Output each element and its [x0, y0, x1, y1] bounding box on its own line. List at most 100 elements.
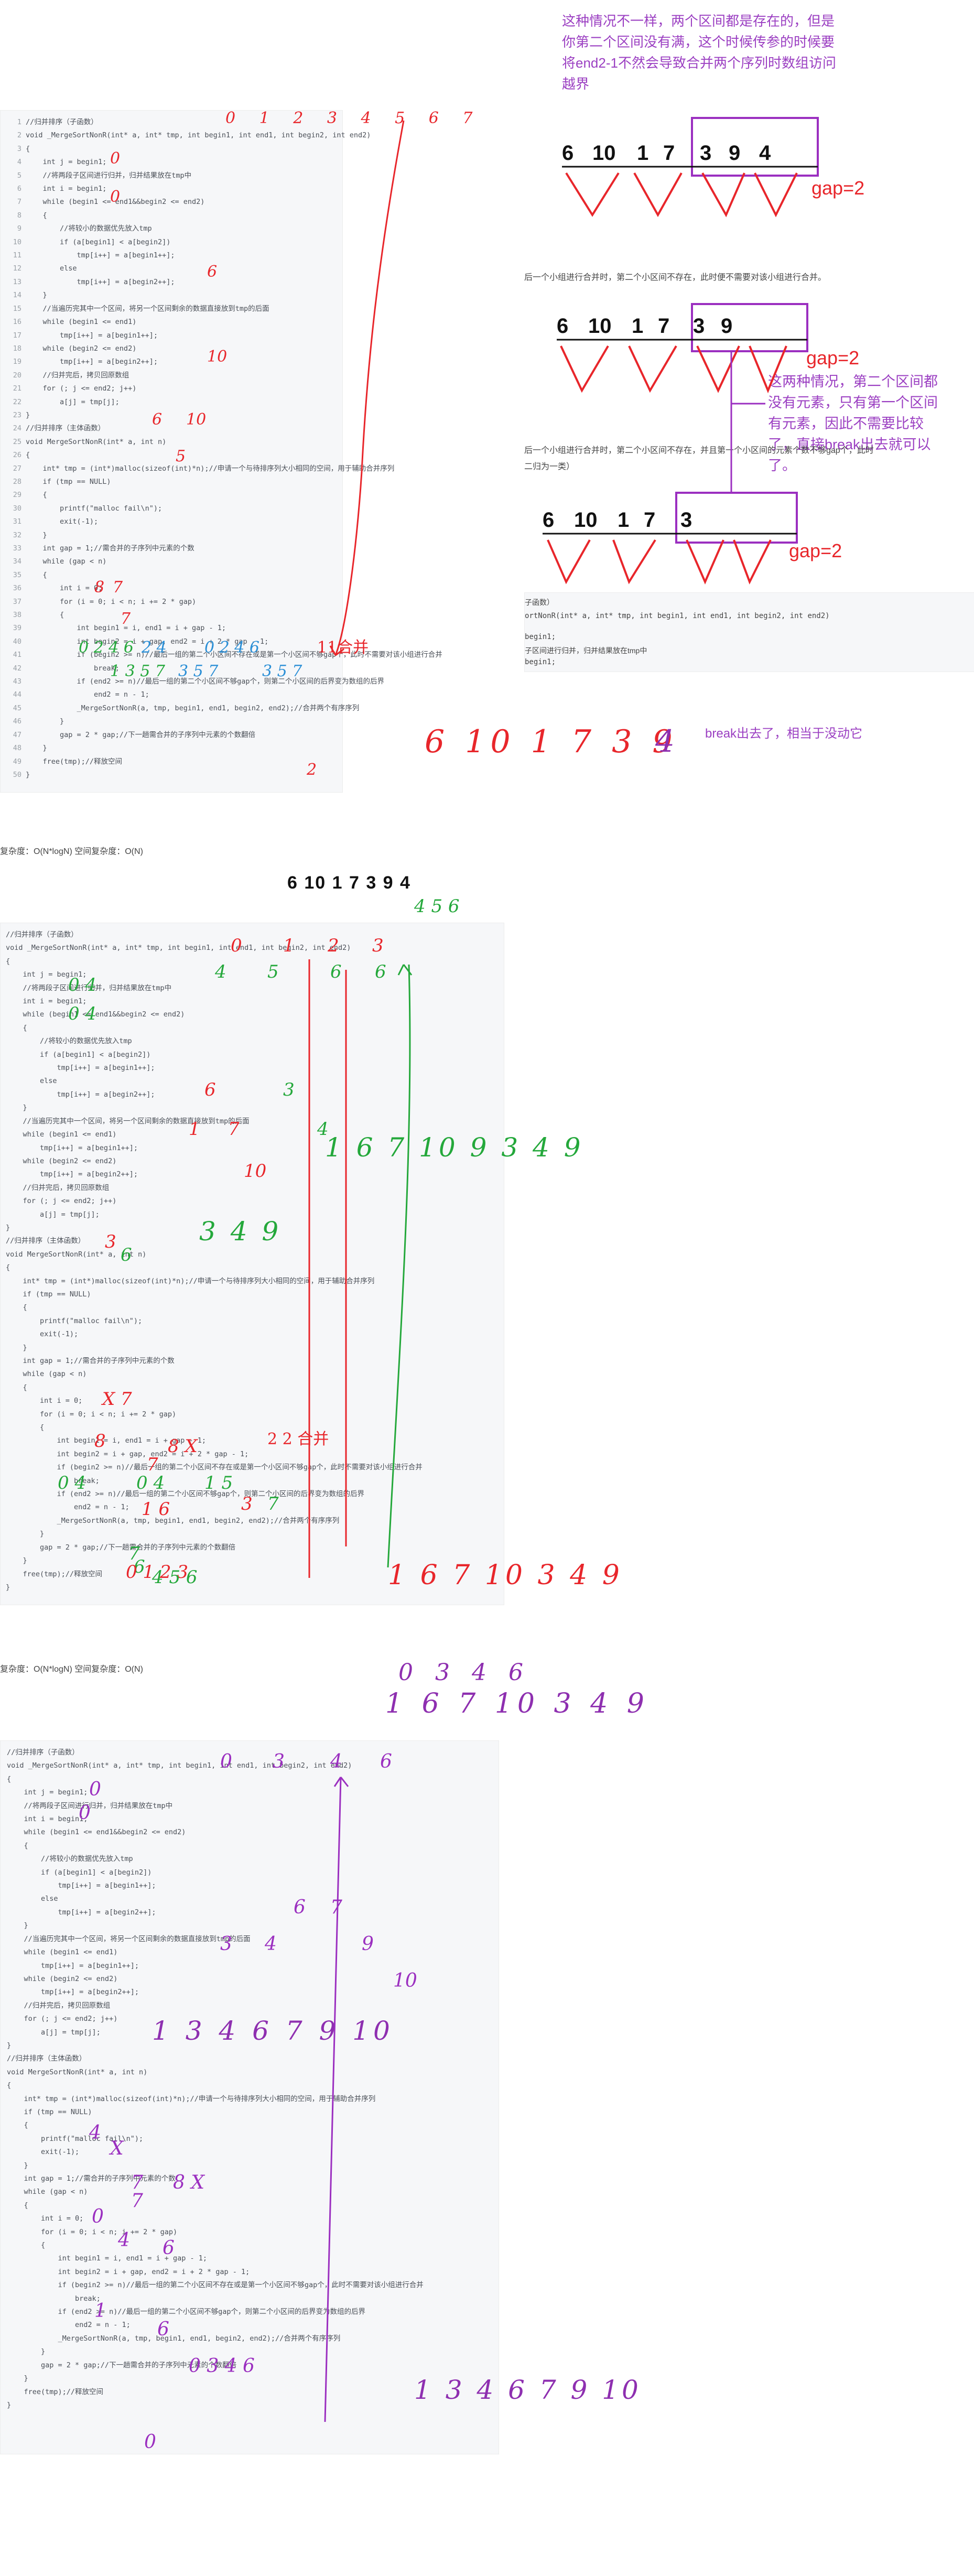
- svg-text:3: 3: [220, 1933, 232, 1955]
- svg-text:6: 6: [152, 410, 162, 429]
- svg-text:10: 10: [393, 1970, 417, 1991]
- svg-text:6: 6: [121, 1244, 132, 1265]
- snippet-7: 子区间进行归并，归并结果放在tmp中: [525, 646, 647, 655]
- note-middle: 这两种情况，第二个区间都没有元素，只有第一个区间有元素，因此不需要比较了，直接b…: [768, 374, 938, 473]
- svg-text:0 1 2 3: 0 1 2 3: [126, 1562, 188, 1583]
- svg-text:0: 0: [220, 1751, 232, 1772]
- snippet-6: begin1;: [525, 633, 556, 641]
- svg-text:5: 5: [267, 961, 279, 982]
- arr3-el-0: 6: [543, 508, 554, 532]
- svg-text:0: 0: [231, 935, 242, 956]
- svg-text:3: 3: [372, 935, 384, 956]
- svg-text:0 2 4 6: 0 2 4 6: [79, 638, 134, 657]
- svg-text:X: X: [109, 2138, 124, 2159]
- svg-text:10: 10: [244, 1161, 266, 1182]
- svg-text:8 X: 8 X: [173, 2172, 205, 2193]
- svg-text:7: 7: [128, 1543, 140, 1564]
- p2-seq-green: 3 4 9: [199, 1216, 282, 1247]
- svg-text:1 5: 1 5: [204, 1473, 233, 1493]
- arr2-el-3: 7: [658, 315, 669, 338]
- svg-text:1: 1: [283, 935, 295, 956]
- p3-ink-numbers: 0 3 4 6 0 0 6 7 3 4 9 10 4 X 7 8 X 7 0 4…: [79, 1751, 417, 2453]
- snippet-8: begin1;: [525, 658, 556, 666]
- snippet-3: 二归为一类）: [524, 462, 575, 471]
- array-diagram-1: 6 10 1 7 3 9 4: [562, 142, 771, 165]
- svg-text:9: 9: [362, 1933, 374, 1955]
- svg-text:7: 7: [121, 610, 131, 628]
- snippet-4: 子函数）: [525, 598, 554, 607]
- code-text: //归并排序（子函数） void _MergeSortNonR(int* a, …: [26, 118, 442, 779]
- arr1-el-3: 7: [663, 142, 675, 165]
- svg-text:6: 6: [375, 961, 386, 982]
- svg-text:3 5 7: 3 5 7: [178, 662, 219, 680]
- svg-text:0 4: 0 4: [136, 1473, 165, 1493]
- svg-text:7: 7: [113, 578, 123, 597]
- svg-text:0 2 4 6: 0 2 4 6: [204, 638, 259, 657]
- svg-text:1: 1: [94, 2300, 106, 2322]
- svg-text:2: 2: [327, 935, 339, 956]
- p1-circled-4: 4: [655, 723, 675, 759]
- svg-text:0 3 4 6: 0 3 4 6: [189, 2355, 255, 2377]
- svg-text:6: 6: [380, 1751, 392, 1772]
- p2-row-green: 1 6 7 10 9 3 4 9: [325, 1132, 584, 1163]
- svg-text:0: 0: [110, 149, 120, 168]
- p3-mid-row: 1 6 7 10 3 4 9: [385, 1688, 650, 1719]
- svg-text:7: 7: [267, 1493, 279, 1514]
- svg-text:4: 4: [89, 2122, 101, 2144]
- arr1-el-4: 3: [700, 142, 711, 165]
- p2-merge-label: 2 2 合并: [267, 1430, 329, 1448]
- note-break-out: break出去了，相当于没动它: [705, 727, 863, 741]
- arr1-el-1: 10: [592, 142, 616, 165]
- svg-text:4: 4: [214, 961, 226, 982]
- arr2-el-0: 6: [557, 315, 568, 338]
- svg-text:6: 6: [294, 1897, 306, 1918]
- code-text: //归并排序（子函数） void _MergeSortNonR(int* a, …: [7, 1748, 424, 2409]
- svg-text:0: 0: [110, 188, 120, 206]
- gap-label-2: gap=2: [806, 347, 860, 369]
- svg-text:0 4: 0 4: [68, 1003, 96, 1024]
- svg-text:6: 6: [157, 2319, 169, 2340]
- svg-text:X 7: X 7: [101, 1389, 132, 1410]
- svg-text:6: 6: [330, 961, 342, 982]
- p3-final-row: 1 3 4 6 7 9 10: [414, 2375, 642, 2405]
- p3-sorted-row: 1 3 4 6 7 9 10: [152, 2016, 394, 2046]
- svg-text:3 5 7: 3 5 7: [262, 662, 302, 680]
- arr2-el-2: 1: [632, 315, 643, 338]
- code-panel-2: //归并排序（子函数） void _MergeSortNonR(int* a, …: [0, 923, 504, 1605]
- svg-text:0: 0: [144, 2431, 156, 2453]
- svg-text:4: 4: [330, 1751, 342, 1772]
- p1-merge-label: 11合并: [317, 638, 369, 657]
- arr3-el-2: 1: [618, 508, 629, 532]
- svg-text:7: 7: [330, 1897, 342, 1918]
- svg-text:1: 1: [189, 1119, 200, 1140]
- complexity-line-1: 复杂度：O(N*logN) 空间复杂度：O(N): [0, 847, 143, 856]
- svg-text:4: 4: [264, 1933, 277, 1955]
- snippet-1: 后一个小组进行合并时，第二个小区间不存在，此时便不需要对该小组进行合并。: [524, 273, 827, 282]
- line-numbers: 1 2 3 4 5 6 7 8 9 10 11 12 13 14 15 16 1…: [13, 118, 21, 779]
- p1-top-indices: 0 1 2 3 4 5 6 7: [225, 109, 482, 127]
- svg-text:3: 3: [273, 1751, 285, 1772]
- arr3-el-1: 10: [574, 508, 598, 532]
- snippet-2: 后一个小组进行合并时，第二个小区间不存在，并且第一个小区间的元素个数不够gap个…: [524, 446, 874, 455]
- array-diagram-3: 6 10 1 7 3: [543, 508, 692, 532]
- svg-text:0: 0: [79, 1802, 91, 1824]
- snippet-5: ortNonR(int* a, int* tmp, int begin1, in…: [525, 612, 830, 620]
- arr3-el-3: 7: [644, 508, 655, 532]
- svg-text:4: 4: [117, 2229, 130, 2251]
- code-panel-3: //归并排序（子函数） void _MergeSortNonR(int* a, …: [0, 1740, 499, 2454]
- svg-text:0: 0: [92, 2206, 104, 2227]
- svg-text:6: 6: [207, 263, 217, 281]
- svg-text:8: 8: [94, 1431, 106, 1452]
- svg-text:6: 6: [204, 1079, 216, 1100]
- svg-text:0 4: 0 4: [68, 975, 96, 995]
- svg-text:1 6: 1 6: [142, 1499, 170, 1520]
- svg-text:3: 3: [241, 1493, 253, 1514]
- svg-text:10: 10: [207, 348, 227, 366]
- p1-result-red: 6 10 1 7 3 9: [425, 723, 678, 760]
- arr1-el-0: 6: [562, 142, 573, 165]
- code-text: //归并排序（子函数） void _MergeSortNonR(int* a, …: [6, 930, 423, 1592]
- svg-text:0: 0: [89, 1779, 101, 1800]
- svg-text:7: 7: [228, 1119, 240, 1140]
- snippet-code-box: 子函数） ortNonR(int* a, int* tmp, int begin…: [524, 592, 974, 672]
